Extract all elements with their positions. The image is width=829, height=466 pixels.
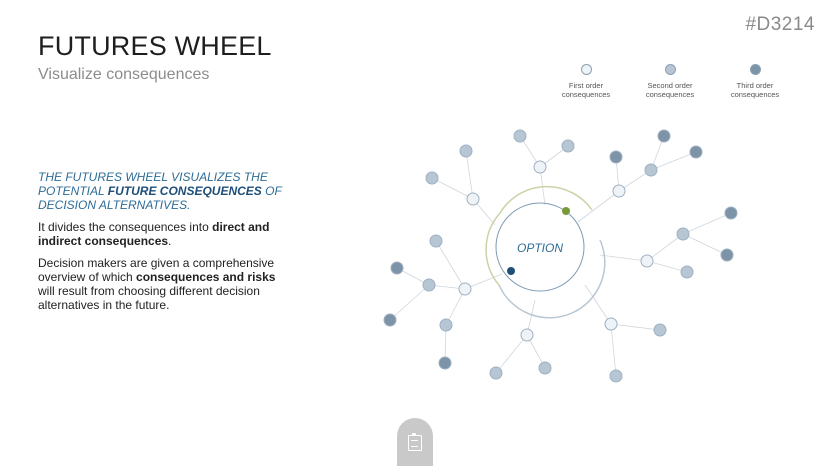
link [431,177,474,200]
legend-label-first-line2: consequences [561,90,611,99]
page-subtitle: Visualize consequences [38,66,210,83]
link [577,190,620,223]
slide-id: #D3214 [745,14,815,35]
third-order-node [438,356,452,370]
first-order-node [520,328,534,342]
link [435,240,466,290]
accent-dot-navy [507,267,515,275]
clipboard-icon[interactable] [408,433,422,451]
lead-text-1: THE FUTURES WHEEL VISUALIZES THE POTENTI… [38,170,268,198]
paragraph-1: It divides the consequences into direct … [38,220,288,248]
second-order-node [644,163,658,177]
outer-arc-left [485,212,501,286]
link [464,273,503,290]
legend-third-order: Third order consequences [715,64,795,99]
legend-second-order: Second order consequences [630,64,710,99]
link [584,284,612,325]
third-order-nodes [383,129,738,370]
connector-lines [389,135,732,377]
second-order-node [561,139,575,153]
second-order-node [489,366,503,380]
third-order-node [720,248,734,262]
link [646,233,684,262]
legend-first-order: First order consequences [546,64,626,99]
second-order-nodes [422,129,694,383]
lead-emphasis: FUTURE CONSEQUENCES [107,184,262,198]
link [599,254,648,262]
link [389,284,430,321]
legend-label-third-line1: Third order [736,81,774,90]
link [682,233,728,256]
second-order-node [653,323,667,337]
first-order-node [640,254,654,268]
legend-dot-second [664,64,676,75]
link [610,323,661,331]
link [445,288,466,326]
legend-dot-third [749,64,761,75]
first-order-node [604,317,618,331]
legend-label-third-line2: consequences [730,90,780,99]
second-order-node [680,265,694,279]
clipboard-tab[interactable] [397,418,433,466]
accent-dot-green [562,207,570,215]
p1-emphasis: direct and indirect consequences [38,220,270,248]
link [646,260,688,273]
first-order-nodes [458,160,654,342]
second-order-node [459,144,473,158]
third-order-node [383,313,397,327]
page-title: FUTURES WHEEL [38,31,272,61]
third-order-node [609,150,623,164]
option-center: OPTION [485,185,606,319]
legend-label-second-line1: Second order [647,81,693,90]
p2-emphasis: consequences and risks [136,270,276,284]
second-order-node [429,234,443,248]
first-order-node [466,192,480,206]
p1-text-a: It divides the consequences into [38,220,213,234]
description: THE FUTURES WHEEL VISUALIZES THE POTENTI… [38,170,288,320]
legend-label-first-line1: First order [568,81,604,90]
p2-text-b: will result from choosing different deci… [38,284,260,312]
second-order-node [609,369,623,383]
second-order-node [676,227,690,241]
paragraph-2: Decision makers are given a comprehensiv… [38,256,288,312]
legend-label-second-line2: consequences [645,90,695,99]
link [610,323,617,377]
first-order-node [458,282,472,296]
second-order-node [513,129,527,143]
third-order-node [689,145,703,159]
third-order-node [657,129,671,143]
lead-statement: THE FUTURES WHEEL VISUALIZES THE POTENTI… [38,170,288,212]
third-order-node [390,261,404,275]
second-order-node [439,318,453,332]
outer-arc-blue [498,239,606,319]
second-order-node [422,278,436,292]
option-circle [495,202,585,292]
option-label: OPTION [517,241,563,255]
first-order-node [533,160,547,174]
outer-arc-green [499,185,593,214]
p1-text-b: . [168,234,172,248]
link [495,334,528,374]
link [650,151,697,171]
lead-text-2: OF DECISION ALTERNATIVES. [38,184,282,212]
second-order-node [538,361,552,375]
link [465,150,474,200]
second-order-node [425,171,439,185]
p2-text-a: Decision makers are given a comprehensiv… [38,256,275,284]
legend-dot-first [580,64,592,75]
third-order-node [724,206,738,220]
first-order-node [612,184,626,198]
link [682,212,732,235]
